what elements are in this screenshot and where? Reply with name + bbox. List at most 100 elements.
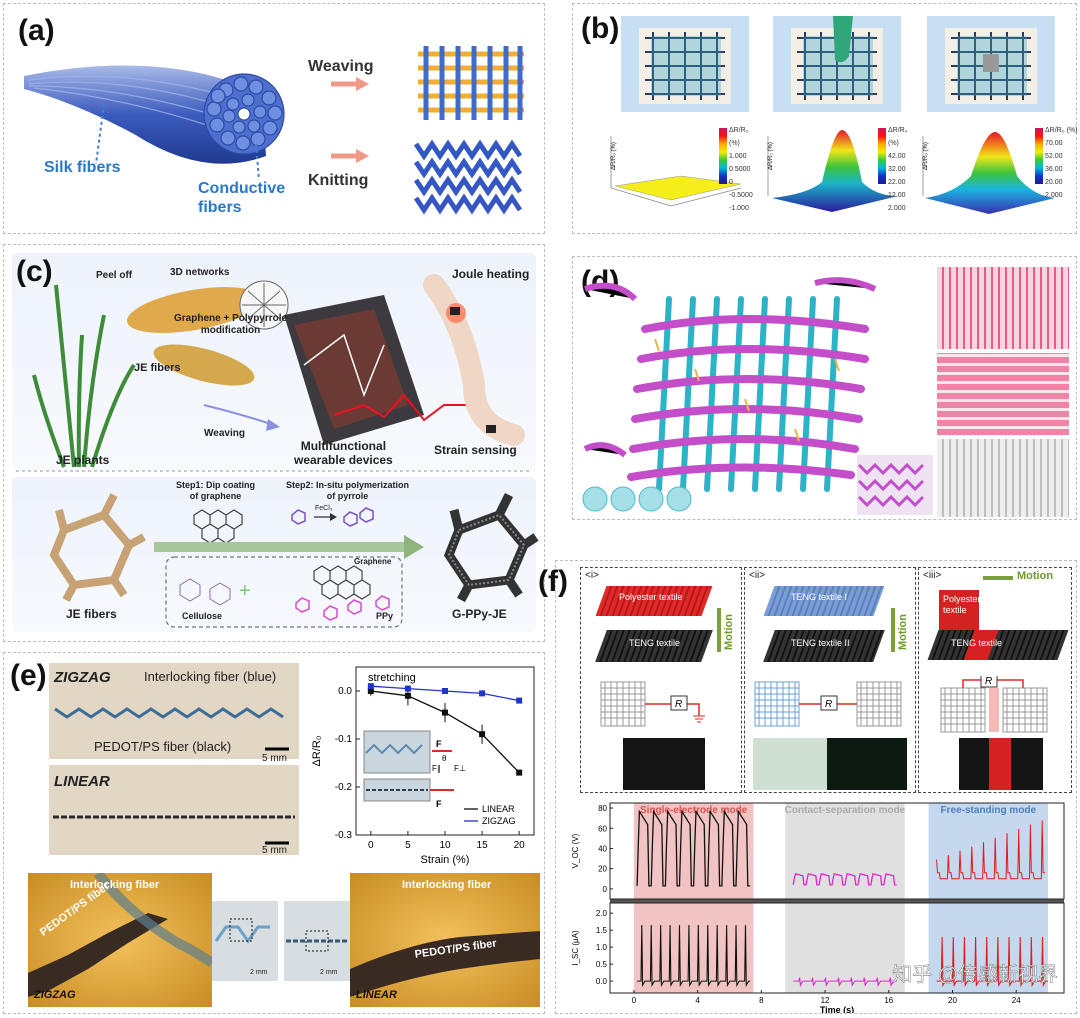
ppy-label: PPy — [376, 611, 394, 621]
zigzag-inset-fiber — [365, 743, 423, 755]
y-tick-label: 0.0 — [338, 686, 352, 697]
cb3-tick-3: 20.00 — [1045, 179, 1063, 186]
watermark: 知乎 @传感新视界 — [892, 963, 1058, 986]
data-point-linear — [367, 688, 374, 694]
time-tick-label: 16 — [884, 996, 893, 1005]
mode-label: Single-electrode mode — [640, 805, 748, 816]
cb1-tick-0: 1.000 — [729, 153, 747, 160]
panel-f-label: (f) — [538, 565, 568, 598]
sensor-photo-2 — [773, 16, 901, 112]
teng2-label: TENG textile II — [791, 638, 850, 648]
sensor-photo-1 — [621, 16, 749, 112]
cb2-tick-2: 22.00 — [888, 179, 906, 186]
mode-iii-label: <iii> — [923, 570, 942, 581]
silk-fibers-label: Silk fibers — [44, 159, 121, 176]
cb3-tick-0: 70.00 — [1045, 140, 1063, 147]
voc-tick-label: 80 — [598, 804, 607, 813]
teng1-label: TENG textile I — [791, 592, 848, 602]
fabric-photo-2 — [937, 353, 1069, 435]
interlocking-label-right: Interlocking fiber — [402, 879, 492, 891]
mode-band — [785, 803, 905, 993]
voc-contact-separation — [792, 872, 897, 886]
knitted-fabric-icon — [413, 139, 523, 215]
svg-text:ΔR/R₀ (%): ΔR/R₀ (%) — [768, 142, 774, 170]
inset-label-theta: θ — [442, 754, 447, 763]
cb2-tick-4: 2.000 — [888, 205, 906, 212]
resistor-iii: R — [985, 676, 992, 687]
heatmap-weight: ΔR/R₀ (%) ΔR/R₀ (%) 70.00 52.00 36.00 20… — [913, 116, 1078, 226]
polyester2-label: Polyester textile — [943, 594, 981, 615]
mode-i-box: <i> Polyester textile TENG textile Motio… — [580, 567, 742, 793]
multifunctional-label: Multifunctional wearable devices — [294, 439, 393, 467]
panel-c-label: (c) — [16, 255, 53, 288]
panel-d: (d) — [572, 256, 1077, 520]
panel-f: (f) <i> Polyester textile TENG textile M… — [538, 560, 1077, 1015]
time-tick-label: 20 — [948, 996, 957, 1005]
interlocking-blue-label: Interlocking fiber (blue) — [144, 669, 277, 684]
resistor-i: R — [675, 699, 682, 710]
svg-text:ΔR/R₀ (%): ΔR/R₀ (%) — [611, 142, 617, 170]
voc-tick-label: 60 — [598, 824, 607, 833]
fabric-photo-1 — [937, 267, 1069, 349]
panel-b-label: (b) — [581, 12, 620, 45]
time-tick-label: 12 — [821, 996, 830, 1005]
inset-label-f: F — [436, 739, 442, 749]
interlocking-label-left: Interlocking fiber — [70, 879, 160, 891]
strain-sensing-label: Strain sensing — [434, 443, 517, 457]
knitting-label: Knitting — [308, 172, 369, 189]
isc-tick-label: 0.0 — [596, 977, 608, 986]
motion-label-ii: Motion — [897, 614, 909, 651]
gppy-je-label: G-PPy-JE — [452, 607, 507, 621]
modification-label: Graphene + Polypyrrole modification — [174, 313, 288, 336]
cb2-tick-1: 32.00 — [888, 166, 906, 173]
mode-label: Contact-separation mode — [785, 805, 906, 816]
linear-micrograph — [350, 873, 540, 1007]
zigzag-photo — [49, 663, 299, 759]
motion-label-i: Motion — [723, 614, 735, 651]
panel-e: (e) ZIGZAG Interlocking fiber (blue) PED… — [3, 652, 545, 1014]
cb1-title: ΔR/R₀ (%) — [729, 127, 749, 147]
fabric-photo-3 — [937, 439, 1069, 517]
circuit-iii: R — [940, 676, 1048, 733]
voc-tick-label: 20 — [598, 865, 607, 874]
polyester-label: Polyester textile — [619, 592, 683, 602]
cb3-tick-1: 52.00 — [1045, 153, 1063, 160]
inset-label-f2: F — [436, 799, 442, 809]
linear-photo — [49, 765, 299, 855]
linear-bottom-label: LINEAR — [356, 989, 397, 1001]
teng-label: TENG textile — [629, 638, 681, 648]
cb3-tick-4: 2.000 — [1045, 192, 1063, 199]
graphene-label: Graphene — [354, 557, 392, 566]
weaving-label: Weaving — [308, 58, 374, 75]
data-point-zigzag — [479, 690, 486, 697]
panel-a-label: (a) — [18, 14, 55, 47]
pedot-black-label: PEDOT/PS fiber (black) — [94, 739, 232, 754]
cb2-tick-0: 42.00 — [888, 153, 906, 160]
time-tick-label: 8 — [759, 996, 764, 1005]
mode-label: Free-standing mode — [941, 805, 1037, 816]
woven-fabric-icon — [414, 44, 526, 124]
je-fibers-label-bottom: JE fibers — [66, 607, 117, 621]
y-tick-label: -0.1 — [335, 734, 353, 745]
cb1-tick-2: 0 — [729, 179, 733, 186]
data-point-zigzag — [442, 688, 448, 694]
scale-label-4: 2 mm — [320, 969, 338, 976]
time-tick-label: 24 — [1012, 996, 1021, 1005]
zigzag-bottom-label: ZIGZAG — [34, 989, 76, 1001]
mode-iii-box: <iii> Motion Polyester textile TENG text… — [918, 567, 1072, 793]
mode-ii-box: <ii> TENG textile I TENG textile II Moti… — [744, 567, 916, 793]
cb1-tick-3: -0.5000 — [729, 192, 753, 199]
woven-structure-illustration — [582, 277, 933, 515]
fecl3-label: FeCl₃ — [315, 505, 333, 512]
panel-e-label: (e) — [10, 659, 47, 692]
inset-label-fpar: F∥ — [432, 764, 441, 773]
linear-small-photo — [284, 901, 350, 981]
step1-label: Step1: Dip coating of graphene — [176, 480, 256, 501]
svg-text:ΔR/R₀ (%): ΔR/R₀ (%) — [923, 142, 929, 170]
je-fiber-illustration: + — [16, 274, 539, 628]
isc-axis-label: I_SC (μA) — [571, 930, 580, 966]
voc-single-electrode — [636, 809, 751, 887]
x-tick-label: 15 — [477, 840, 489, 851]
x-axis-label: Strain (%) — [421, 854, 470, 866]
cb1-tick-1: 0.5000 — [729, 166, 751, 173]
